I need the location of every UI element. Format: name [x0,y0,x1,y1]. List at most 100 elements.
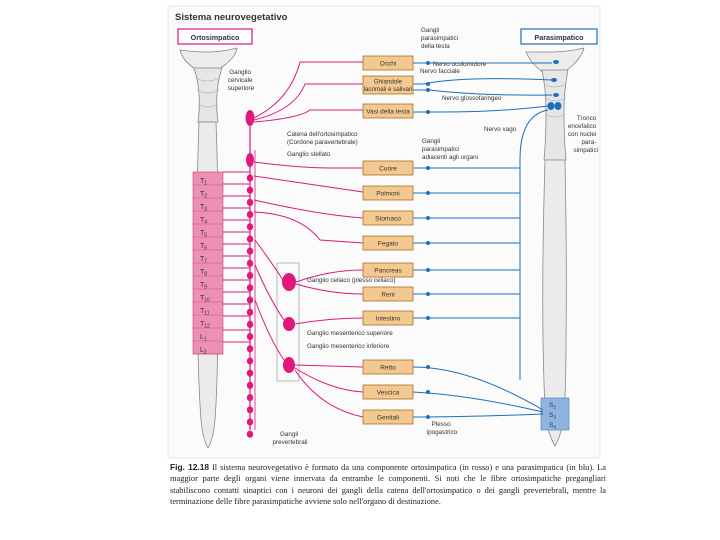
chain-ganglion [246,320,254,328]
sympathetic-fiber [294,364,364,368]
organ-label: Stomaco [375,215,401,222]
prevertebral-ganglia-box [276,262,300,382]
organ-box [362,286,414,302]
sympathetic-fiber [254,299,285,361]
parasympathetic-ganglion [426,268,430,272]
annotation-labels: Ganglio cervicale superiore Catena dell'… [228,27,598,446]
organ-box [362,310,414,326]
inferior-mesenteric-ganglion [283,357,295,373]
sympathetic-fiber [253,211,364,244]
chain-ganglion [246,345,254,353]
sympathetic-fiber [294,369,364,418]
parasympathetic-fibers [412,61,553,419]
parasympathetic-ganglion [426,316,430,320]
organ-box [362,55,414,71]
vertebra-label: T6 [200,243,207,252]
vertebra-label: T8 [200,269,207,278]
celiac-ganglion [282,273,296,291]
organ-box [362,359,414,375]
figure-caption: Fig. 12.18 Il sistema neurovegetativo è … [170,462,606,508]
chain-ganglion [246,186,254,194]
chain-ganglion [246,381,254,389]
parasympathetic-fiber [413,89,553,96]
parasympathetic-fiber [519,109,549,380]
parasympathetic-ganglion [426,365,430,369]
organ-label: Cuore [379,165,397,172]
sympathetic-fiber [294,367,364,393]
label-ganglio-celiaco: Ganglio celiaco (plesso celiaco) [307,277,396,284]
parasympathetic-ganglion [426,216,430,220]
parasympathetic-ganglion [426,415,430,419]
label-mes-inf: Ganglio mesenterico inferiore [307,343,390,350]
chain-ganglion [246,394,254,402]
sympathetic-fiber [253,83,363,121]
vertebra-label: T12 [200,321,210,330]
organ-label: Fegato [378,240,399,247]
sacral-segment [540,397,570,431]
label-nervo-oculomotore: Nervo oculomotore [433,61,487,68]
organ-label: Genitali [377,414,399,421]
parasympathetic-ganglion [426,241,430,245]
parasympathetic-ganglion [426,292,430,296]
label-gangli-para-testa: Gangli parasimpatici della testa [421,27,460,50]
organ-label: Vescica [377,389,400,396]
vertebra-label: T9 [200,282,207,291]
label-gangli-para-organi: Gangli parasimpatici adiacenti agli orga… [422,138,478,161]
parasympathetic-ganglion [426,88,430,92]
parasympathetic-ganglion [426,166,430,170]
organ-label: Intestino [376,315,401,322]
sympathetic-fiber [254,264,285,321]
organ-label: Retto [380,364,396,371]
sympathetic-fiber [253,61,363,119]
vertebra-label: T7 [200,256,207,265]
label-plesso: Plesso ipogastrico [427,421,458,436]
label-nervo-facciale: Nervo facciale [420,68,460,75]
chain-ganglion [246,430,254,438]
sympathetic-header-label: Ortosimpatico [191,33,240,42]
chain-ganglion [246,174,254,182]
chain-ganglion [246,418,254,426]
sympathetic-fiber [295,283,364,295]
chain-ganglion [246,333,254,341]
chain-ganglion [246,369,254,377]
brainstem-nuclei [547,60,562,110]
organ-box [362,409,414,425]
chain-ganglion [246,259,254,267]
parasympathetic-header-box [520,28,598,45]
organ-label: Vasi della testa [366,108,410,115]
vertebra-label: T1 [200,178,207,187]
chain-ganglion [246,235,254,243]
vertebra-label: T3 [200,204,207,213]
organ-box [362,185,414,201]
parasympathetic-fiber [412,366,544,411]
parasympathetic-fiber [412,391,544,413]
vertebra-label: L2 [200,347,207,356]
parasympathetic-fiber [412,413,544,418]
parasympathetic-ganglion [426,191,430,195]
parasympathetic-fiber [413,105,549,113]
chain-ganglia [223,171,254,438]
sacral-label: S3 [549,412,556,420]
left-brainstem [179,47,238,123]
chain-ganglion [246,308,254,316]
organ-label: Pancreas [374,267,402,274]
figure-title: Sistema neurovegetativo [175,12,288,23]
parasympathetic-ganglion [426,390,430,394]
label-nervo-vago: Nervo vago [484,126,517,133]
label-nervo-glosso: Nervo glossofaringeo [442,95,502,102]
label-mes-sup: Ganglio mesenterico superiore [307,330,393,337]
vertebra-label: T2 [200,191,207,200]
chain-ganglion [246,406,254,414]
stellate-ganglion [246,153,254,167]
parasympathetic-header-label: Parasimpatico [534,33,584,42]
sympathetic-fiber [253,175,364,193]
parasympathetic-ganglion [426,82,430,86]
label-ganglio-stellato: Ganglio stellato [287,151,331,158]
parasympathetic-ganglion [426,110,430,114]
sympathetic-fiber [295,269,364,283]
right-spinal-cord [542,159,567,447]
label-ganglio-cervicale: Ganglio cervicale superiore [228,69,255,92]
organ-label: Occhi [380,60,397,67]
